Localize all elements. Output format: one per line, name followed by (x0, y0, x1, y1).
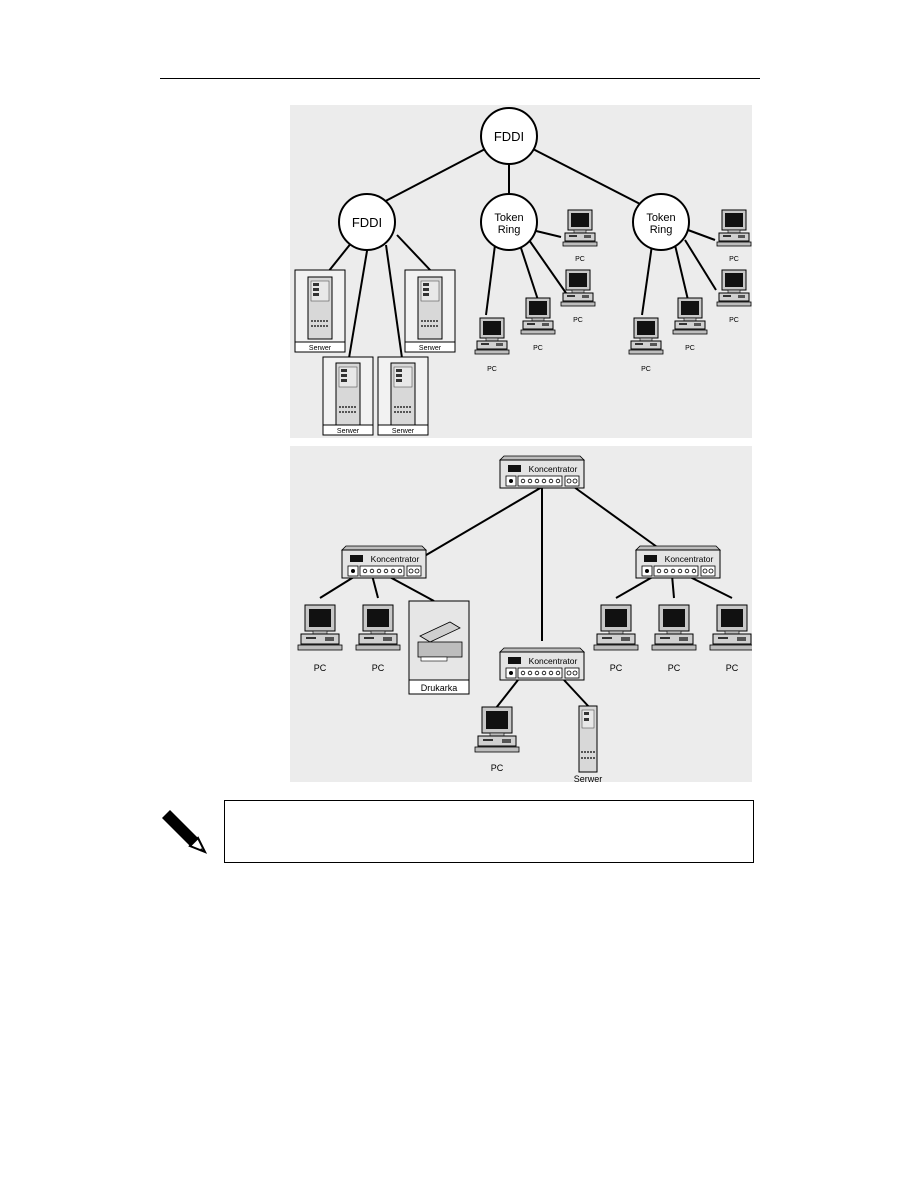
server-3: Serwer (322, 356, 374, 436)
pc-mid-4: PC (474, 317, 510, 373)
server-4: Serwer (377, 356, 429, 436)
pc-label: PC (685, 345, 695, 352)
pc-label: PC (487, 366, 497, 373)
pc-label: PC (314, 663, 327, 673)
pencil-icon (162, 810, 208, 854)
hub-right: Koncentrator (635, 545, 721, 579)
pc-right-2: PC (716, 269, 752, 324)
pc-label: PC (533, 345, 543, 352)
ring-label-word: Token (646, 212, 675, 224)
ring-label-word: Ring (650, 224, 673, 236)
server-2-label: Serwer (419, 345, 442, 352)
hub-center: Koncentrator (499, 647, 585, 681)
pc-label: PC (491, 763, 504, 773)
pc-right-3: PC (709, 604, 752, 673)
pc-center: PC (474, 706, 520, 773)
pc-label: PC (729, 256, 739, 263)
pc-label: PC (575, 256, 585, 263)
pc-left-2: PC (355, 604, 401, 673)
pc-label: PC (610, 663, 623, 673)
hub-root-label: Koncentrator (529, 464, 578, 474)
hub-root: Koncentrator (499, 455, 585, 489)
printer-label: Drukarka (421, 683, 458, 693)
pc-label: PC (573, 317, 583, 324)
pc-mid-1: PC (562, 209, 598, 263)
pc-left-1: PC (297, 604, 343, 673)
pc-label: PC (668, 663, 681, 673)
pc-right-1: PC (593, 604, 639, 673)
hub-center-label: Koncentrator (529, 656, 578, 666)
hub-right-label: Koncentrator (665, 554, 714, 564)
hub-left: Koncentrator (341, 545, 427, 579)
pc-right-3: PC (672, 297, 708, 352)
ring-label-word: Ring (498, 224, 521, 236)
pc-label: PC (372, 663, 385, 673)
pc-label: PC (729, 317, 739, 324)
pc-right-1: PC (716, 209, 752, 263)
server-1: Serwer (294, 269, 346, 353)
server-tower: Serwer (574, 705, 603, 782)
pc-right-2: PC (651, 604, 697, 673)
note-box (224, 800, 754, 863)
ring-root-label: FDDI (494, 129, 524, 144)
pc-mid-2: PC (560, 269, 596, 324)
server-2: Serwer (404, 269, 456, 353)
hub-left-label: Koncentrator (371, 554, 420, 564)
hub-network-diagram: Koncentrator Koncentrator Koncentrator K… (290, 446, 752, 782)
pc-label: PC (726, 663, 739, 673)
pc-right-4: PC (628, 317, 664, 373)
header-rule (160, 78, 760, 79)
server-label: Serwer (574, 774, 603, 782)
pc-mid-3: PC (520, 297, 556, 352)
ring-label-word: Token (494, 212, 523, 224)
server-4-label: Serwer (392, 428, 415, 435)
printer: Drukarka (408, 600, 470, 695)
server-3-label: Serwer (337, 428, 360, 435)
server-1-label: Serwer (309, 345, 332, 352)
ring-left-label: FDDI (352, 215, 382, 230)
pc-label: PC (641, 366, 651, 373)
